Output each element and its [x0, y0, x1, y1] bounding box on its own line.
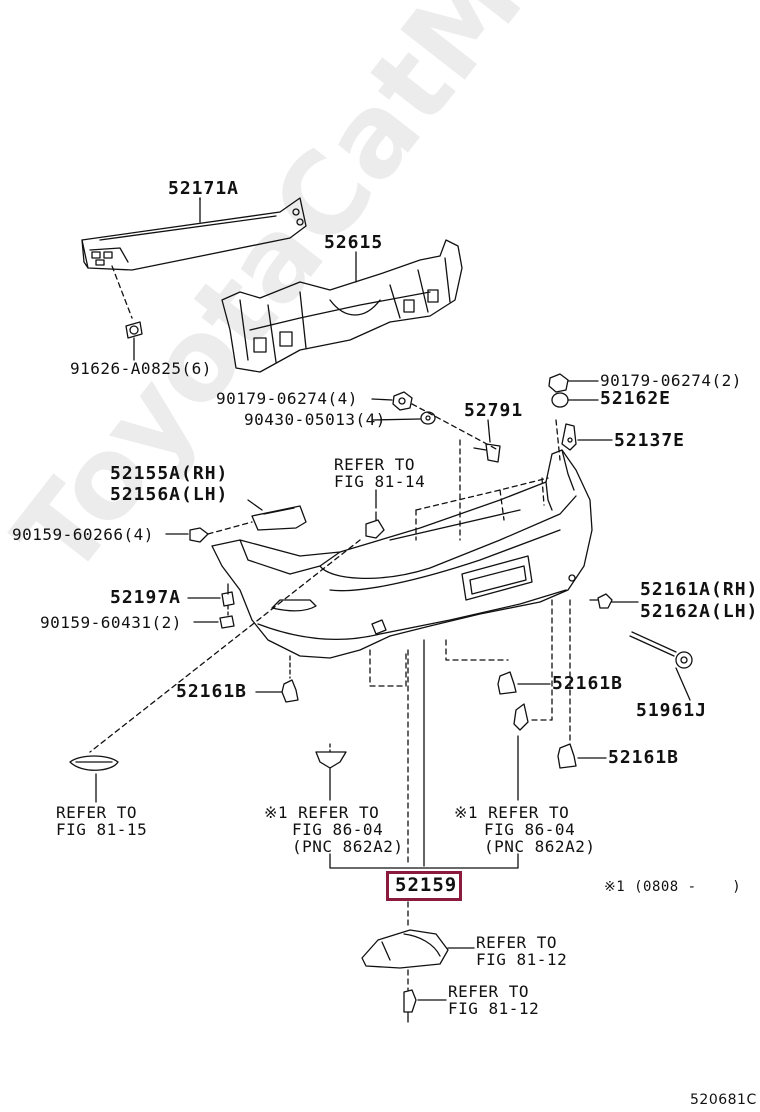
bracket-left — [315, 743, 347, 769]
clip-52161B-right — [557, 743, 577, 769]
bolt-52197A — [221, 583, 235, 607]
clip-52791 — [473, 443, 501, 463]
ref-fig-86-04-left-line3: (PNC 862A2) — [292, 837, 404, 856]
part-51961J[interactable]: 51961J — [636, 700, 708, 721]
fastener-52161A — [589, 593, 613, 609]
ref-fig-81-12-bolt-line1: REFER TO — [448, 982, 530, 1001]
ref-fig-81-15-line2[interactable]: FIG 81-15 — [56, 820, 148, 839]
ref-fig-86-04-right-line1: ※1 REFER TO — [454, 803, 570, 822]
bumper-cover-52159 — [211, 449, 593, 659]
ref-fig-86-04-left-line1: ※1 REFER TO — [264, 803, 380, 822]
screw-90159-60431 — [219, 615, 235, 629]
footnote-date-range: ※1 (0808 - ) — [604, 879, 742, 895]
part-52156A[interactable]: 52156A(LH) — [110, 484, 229, 505]
part-52197A[interactable]: 52197A — [110, 587, 182, 608]
side-retainer-52155A — [251, 505, 307, 531]
ref-fig-86-04-right-line2[interactable]: FIG 86-04 — [484, 820, 576, 839]
ref-fig-81-15-line1: REFER TO — [56, 803, 138, 822]
part-90179-06274-right[interactable]: 90179-06274(2) — [600, 371, 742, 390]
lamp-fig-81-12 — [361, 929, 449, 969]
part-90159-60266[interactable]: 90159-60266(4) — [12, 525, 154, 544]
bracket-52137E — [561, 423, 577, 451]
bolt-91626 — [125, 321, 143, 339]
part-52137E[interactable]: 52137E — [614, 430, 686, 451]
part-52155A[interactable]: 52155A(RH) — [110, 463, 229, 484]
ref-fig-81-12-lamp-line2[interactable]: FIG 81-12 — [476, 950, 568, 969]
bracket-right — [513, 703, 529, 731]
highlight-box — [386, 871, 462, 901]
part-52161B-middle[interactable]: 52161B — [552, 673, 624, 694]
part-52162E[interactable]: 52162E — [600, 388, 672, 409]
nut-90179-left — [392, 391, 413, 411]
part-52159-highlighted[interactable]: 52159 — [395, 874, 458, 896]
part-52615[interactable]: 52615 — [324, 232, 384, 253]
washer-90430 — [420, 411, 436, 425]
clip-52161B-left — [281, 679, 299, 703]
screw-90159-60266 — [189, 527, 209, 543]
ref-fig-81-14-line2[interactable]: FIG 81-14 — [334, 472, 426, 491]
part-52161B-right[interactable]: 52161B — [608, 747, 680, 768]
rod-51961J — [629, 631, 693, 669]
diagram-id: 520681C — [690, 1092, 757, 1108]
part-90179-06274-left[interactable]: 90179-06274(4) — [216, 389, 358, 408]
ref-fig-81-12-lamp-line1: REFER TO — [476, 933, 558, 952]
retainer-52162E — [551, 392, 569, 408]
part-90159-60431[interactable]: 90159-60431(2) — [40, 613, 182, 632]
part-90430-05013[interactable]: 90430-05013(4) — [244, 410, 386, 429]
bumper-reinforcement-52171A — [81, 197, 307, 271]
nut-90179-right — [548, 373, 569, 393]
part-52161A[interactable]: 52161A(RH) — [640, 579, 759, 600]
reflector-fig-81-15 — [69, 755, 119, 771]
energy-absorber-52615 — [221, 239, 463, 373]
part-52791[interactable]: 52791 — [464, 400, 524, 421]
ref-fig-86-04-left-line2[interactable]: FIG 86-04 — [292, 820, 384, 839]
part-52162A[interactable]: 52162A(LH) — [640, 601, 759, 622]
ref-fig-81-14-line1: REFER TO — [334, 455, 416, 474]
ref-fig-81-12-bolt-line2[interactable]: FIG 81-12 — [448, 999, 540, 1018]
part-52171A[interactable]: 52171A — [168, 178, 240, 199]
part-52161B-left[interactable]: 52161B — [176, 681, 248, 702]
clip-fig-81-14 — [365, 511, 385, 539]
clip-52161B-middle — [497, 671, 517, 695]
ref-fig-86-04-right-line3: (PNC 862A2) — [484, 837, 596, 856]
part-91626-A0825[interactable]: 91626-A0825(6) — [70, 359, 212, 378]
bolt-fig-81-12 — [403, 989, 417, 1023]
